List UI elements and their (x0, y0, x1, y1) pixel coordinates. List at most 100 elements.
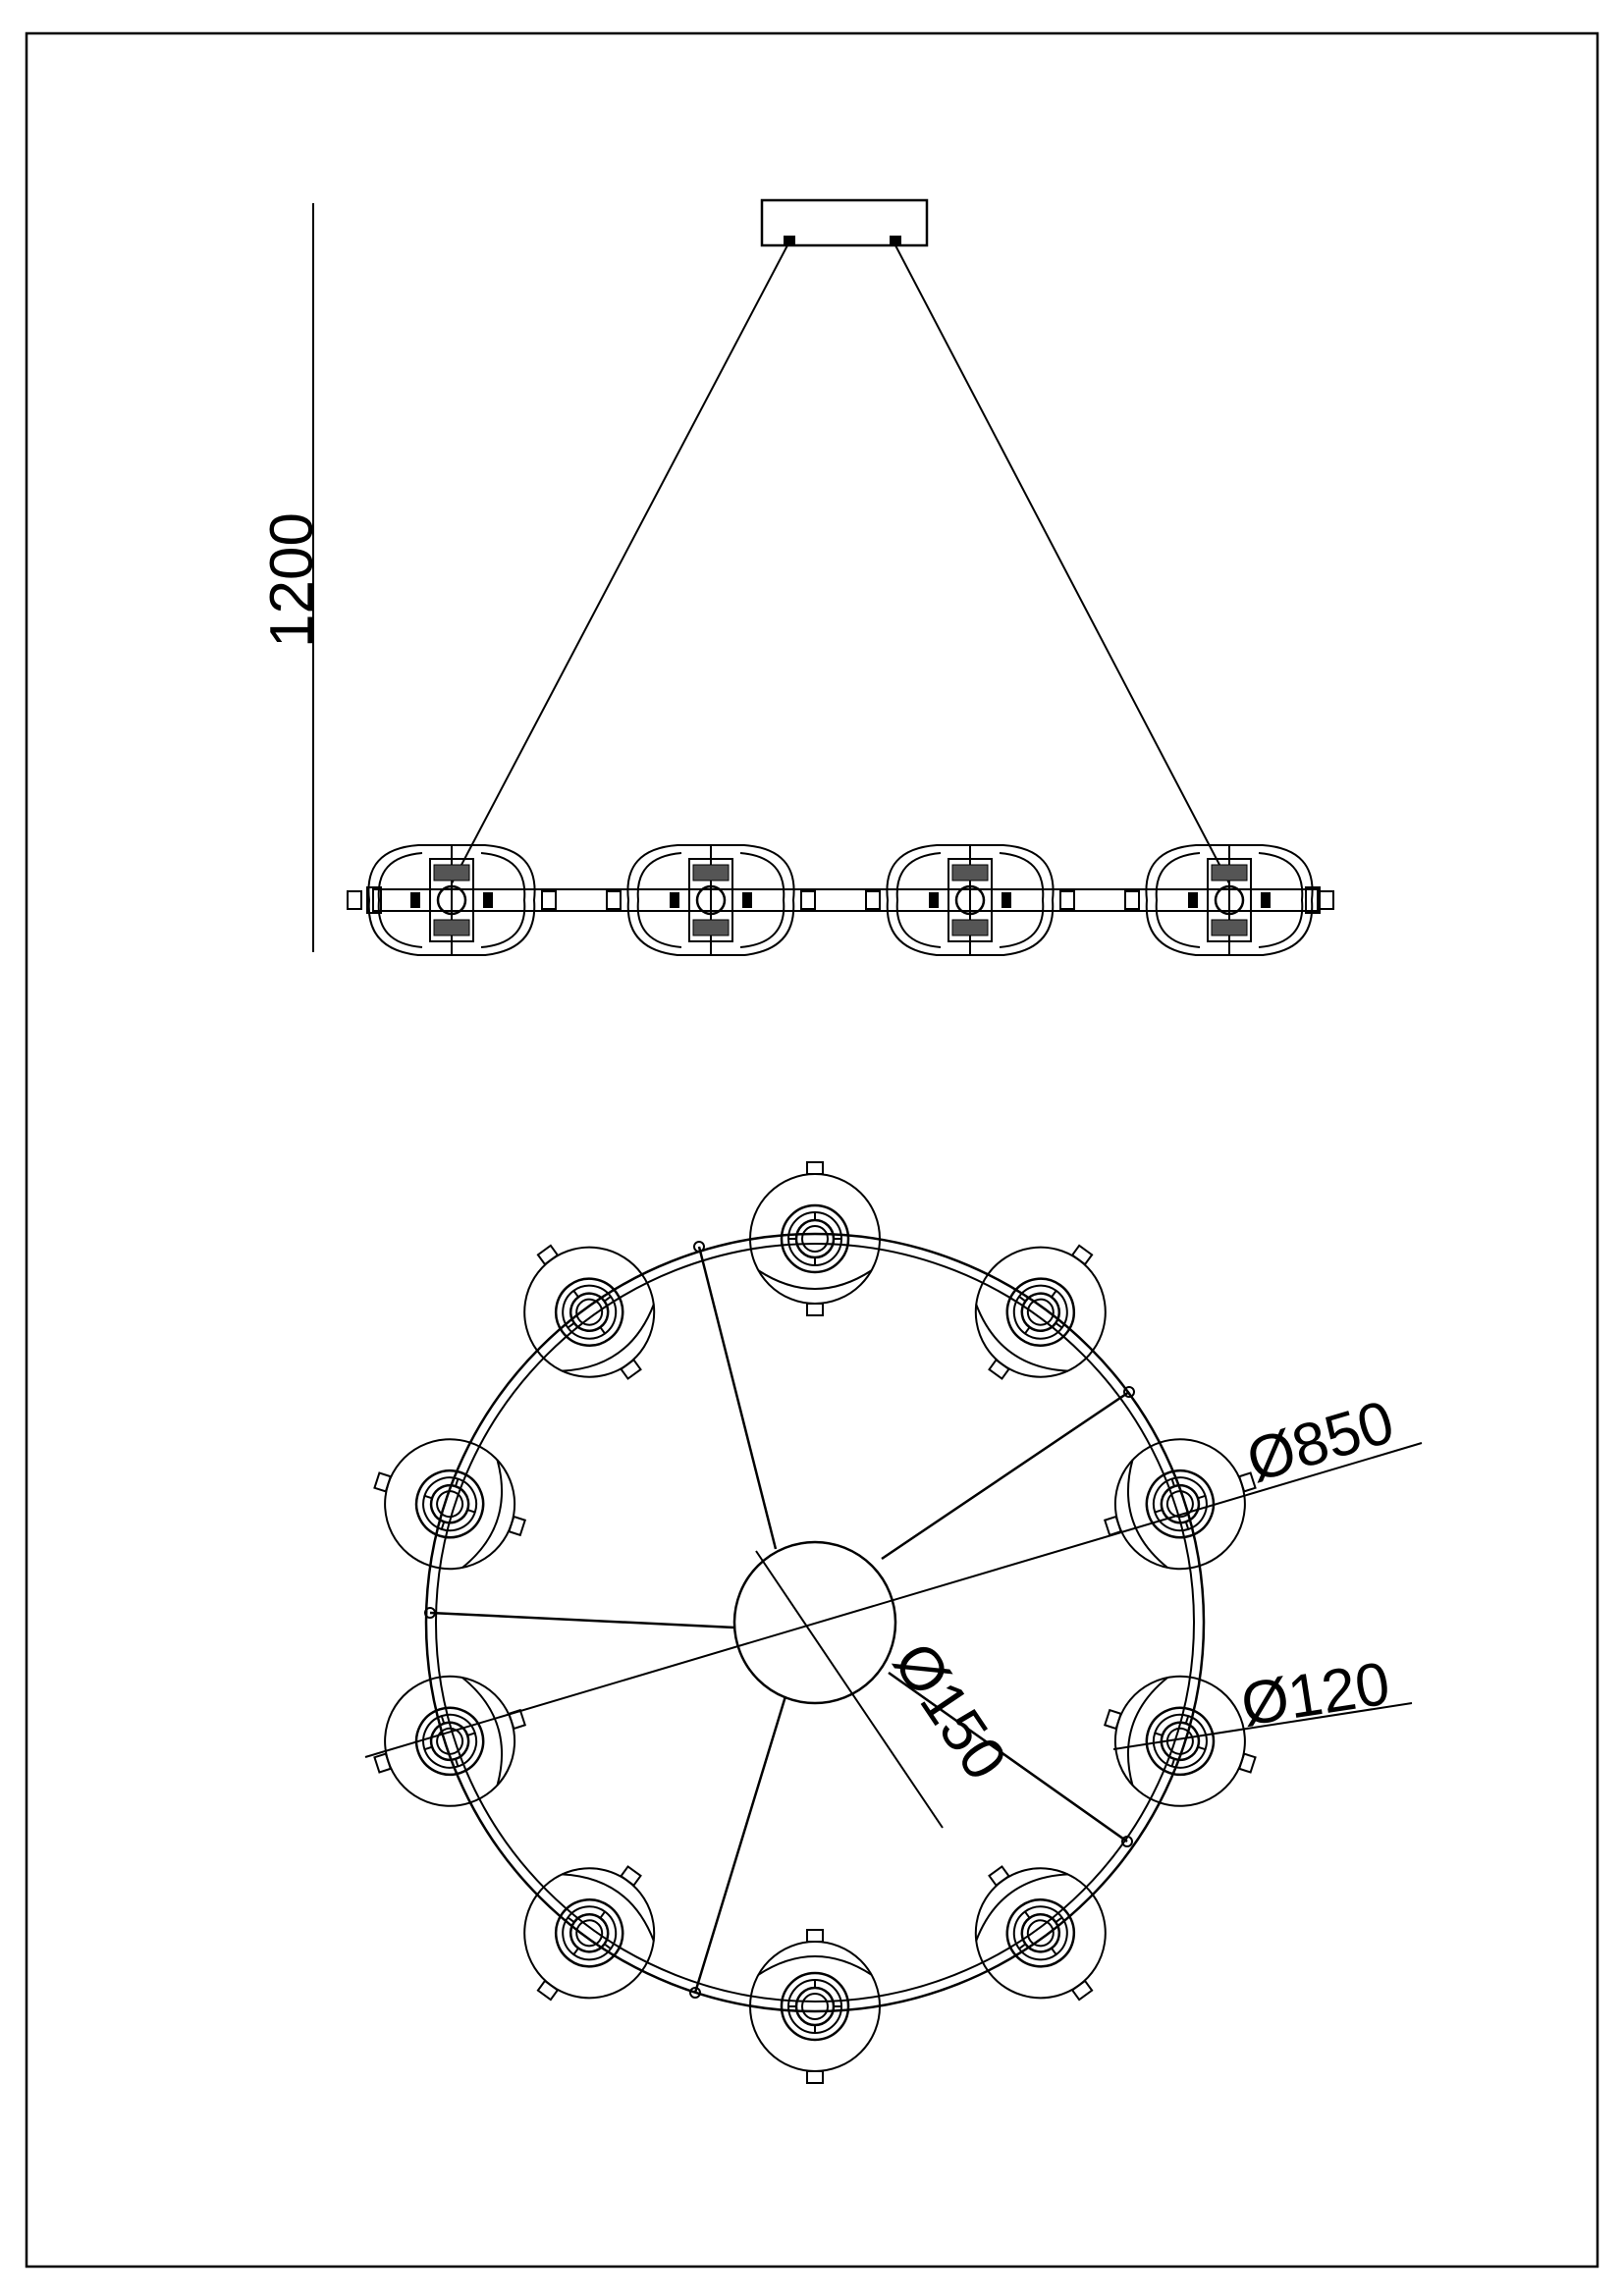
top-lamp-notch (424, 1745, 433, 1751)
ring-diameter-dimension-line (364, 1442, 1423, 1758)
top-lamp-shade (749, 1173, 881, 1305)
top-lamp-socket (414, 1706, 485, 1777)
side-lamp (347, 844, 557, 956)
top-lamp-notch (599, 1910, 606, 1919)
top-lamp-shade (974, 1246, 1107, 1378)
height-dimension-label: 1200 (258, 512, 326, 648)
spoke (881, 1390, 1130, 1561)
side-lamp-shade-inner (636, 852, 682, 948)
top-lamp-socket (414, 1468, 485, 1539)
top-lamp-notch (1197, 1494, 1206, 1500)
top-lamp (749, 1929, 881, 2084)
top-lamp-tab (373, 1471, 393, 1493)
top-lamp-notch (1024, 1910, 1031, 1919)
lamp-diameter-label: Ø120 (1237, 1649, 1394, 1738)
top-lamp-tab (536, 1244, 560, 1266)
top-lamp-bulb-core (801, 1993, 829, 2020)
top-lamp-bulb-core (1165, 1727, 1194, 1755)
top-lamp-tab (806, 2070, 824, 2084)
side-lamp (1124, 844, 1334, 956)
top-lamp-notch (466, 1509, 476, 1514)
spoke-anchor (689, 1987, 701, 1999)
top-lamp (1103, 1438, 1257, 1571)
top-lamp-notch (1184, 1521, 1190, 1530)
side-lamp-shade-inner (480, 852, 526, 948)
top-lamp (373, 1438, 527, 1571)
top-lamp-socket-ring (562, 1284, 618, 1340)
top-lamp-socket (554, 1277, 624, 1347)
top-lamp-tab (536, 1979, 560, 2002)
top-lamp-tab (1070, 1244, 1094, 1266)
top-lamp-socket (1005, 1898, 1076, 1968)
top-lamp-notch (455, 1478, 460, 1487)
top-lamp-bulb-core (801, 1225, 829, 1253)
top-lamp-notch (603, 1943, 612, 1949)
top-lamp-notch (1055, 1916, 1063, 1923)
side-lamp-socket-cap (951, 864, 989, 881)
top-lamp-tab (988, 1865, 1010, 1888)
top-lamp-tab (988, 1358, 1010, 1380)
top-lamp-tab (806, 1303, 824, 1316)
spoke-anchor (424, 1607, 436, 1619)
top-lamp-shade (384, 1675, 516, 1807)
side-lamp-bulb (954, 884, 986, 916)
side-lamp-socket-cap (1211, 919, 1248, 936)
top-lamp-bulb-core (1026, 1919, 1055, 1948)
top-lamp-tab (806, 1161, 824, 1175)
top-lamp-notch (424, 1494, 433, 1500)
side-lamp-socket (429, 858, 474, 942)
top-lamp-bulb-core (1026, 1298, 1055, 1326)
top-lamp-shade (1113, 1438, 1246, 1571)
top-lamp (523, 1865, 656, 2002)
spoke (888, 1671, 1128, 1843)
top-lamp-notch (1055, 1322, 1063, 1329)
top-lamp-bulb-core (436, 1490, 464, 1519)
lamp-bar (372, 888, 1319, 912)
side-lamp-bulb (436, 884, 467, 916)
top-lamp-group (373, 1161, 1257, 2084)
spoke (429, 1611, 735, 1629)
side-lamp-clamp (929, 892, 939, 908)
top-lamp-shade-lip (757, 1269, 873, 1290)
ring-diameter-label: Ø850 (1239, 1388, 1401, 1495)
spoke-anchor (693, 1241, 705, 1253)
top-lamp-socket (1145, 1468, 1216, 1539)
sheet-border (25, 31, 1599, 2269)
outer-ring (424, 1232, 1206, 2013)
side-view: 1200 (258, 198, 1334, 956)
top-lamp-shade-lip (460, 1459, 504, 1570)
top-lamp-shade (974, 1867, 1107, 2000)
top-lamp-notch (1154, 1732, 1164, 1736)
top-lamp-notch (455, 1758, 460, 1767)
top-lamp-shade-lip (1126, 1459, 1169, 1570)
top-lamp (974, 1865, 1107, 2002)
top-lamp-tab (373, 1752, 393, 1774)
side-lamp-socket-cap (433, 864, 470, 881)
side-lamp-clamp (670, 892, 679, 908)
top-lamp-notch (572, 1290, 579, 1298)
top-lamp-socket-ring (1012, 1905, 1068, 1961)
side-lamp-clamp (1188, 892, 1198, 908)
top-lamp-shade-lip (562, 1873, 655, 1942)
ceiling-canopy (760, 198, 929, 247)
top-lamp-notch (1184, 1715, 1190, 1725)
side-lamp (606, 844, 816, 956)
side-lamp (865, 844, 1075, 956)
top-lamp-tab (620, 1865, 642, 1888)
top-lamp-notch (567, 1322, 575, 1329)
top-lamp-socket (780, 1203, 850, 1274)
side-lamp-shade-inner (1155, 852, 1201, 948)
side-lamp-bracket (865, 890, 881, 910)
top-lamp-shade (1113, 1675, 1246, 1807)
top-lamp-socket-ring (1012, 1284, 1068, 1340)
hub-diameter-dimension-line (755, 1550, 944, 1829)
top-lamp-shade (384, 1438, 516, 1571)
top-lamp-shade (523, 1246, 656, 1378)
top-lamp-notch (1170, 1478, 1175, 1487)
side-lamp-bracket (541, 890, 557, 910)
top-view: Ø850 Ø120 Ø150 (364, 1161, 1423, 2084)
side-lamp-bracket (1319, 890, 1334, 910)
top-lamp-bulb-core (1165, 1490, 1194, 1519)
side-lamp-socket-cap (692, 919, 730, 936)
